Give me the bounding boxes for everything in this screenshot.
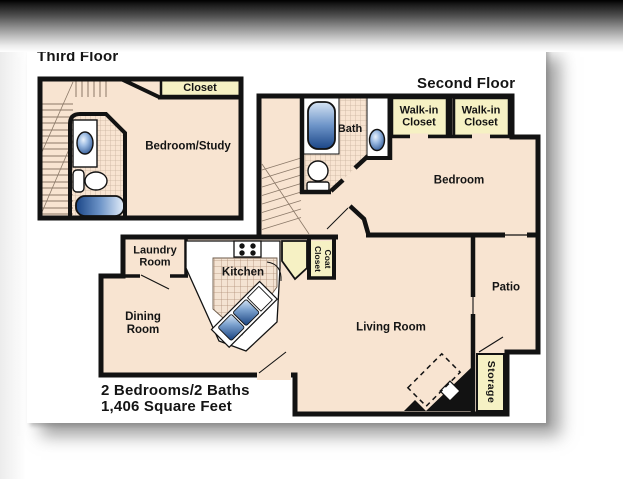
bath-wall-3f — [68, 112, 127, 218]
outer-wall-3f — [37, 76, 244, 221]
storage-door — [478, 336, 504, 353]
toilet-3f-icon — [72, 169, 108, 193]
sink-3f-icon — [76, 131, 94, 155]
stairs-third-floor — [41, 81, 107, 215]
living-room-label: Living Room — [356, 321, 426, 334]
coat-closet-box — [311, 241, 332, 277]
walk-in-closet-2-label: Walk-in Closet — [461, 104, 501, 129]
summary-area: 1,406 Square Feet — [101, 398, 232, 415]
outer-wall-2f — [98, 93, 541, 417]
toilet-2f-icon — [306, 160, 330, 192]
sink-2f-icon — [368, 128, 386, 152]
hearth-dashed — [406, 352, 462, 408]
dining-room-label: Dining Room — [125, 311, 161, 336]
patio-label: Patio — [491, 281, 521, 294]
laundry-room-label: Laundry Room — [133, 244, 177, 269]
stove-icon — [233, 240, 262, 258]
storage-box — [476, 353, 505, 412]
bathtub-2f-icon — [307, 101, 336, 150]
bath-label: Bath — [337, 122, 363, 135]
bedroom-label: Bedroom — [433, 174, 485, 187]
kitchen-label: Kitchen — [221, 266, 265, 279]
third-floor-plan — [37, 76, 244, 221]
pantry-door-arc — [266, 261, 282, 282]
stairs-second-floor — [261, 157, 310, 235]
second-floor-plan — [98, 93, 541, 417]
left-edge-fade — [0, 0, 26, 479]
walk-in-closet-1-label: Walk-in Closet — [399, 104, 439, 129]
walk-in-closet-2-box — [452, 96, 511, 138]
third-floor-title: Third Floor — [37, 48, 119, 65]
closet-label: Closet — [183, 81, 217, 94]
storage-label: Storage — [484, 360, 497, 404]
second-floor-title: Second Floor — [417, 75, 516, 92]
coat-closet-label: Coat Closet — [313, 246, 333, 272]
bathtub-3f-icon — [75, 195, 125, 217]
summary-beds-baths: 2 Bedrooms/2 Baths — [101, 382, 250, 399]
bedroom-study-label: Bedroom/Study — [145, 140, 231, 153]
fireplace-icon — [404, 352, 474, 411]
top-gradient-bar — [0, 0, 623, 52]
kitchen-sink-icon — [210, 280, 279, 349]
pantry-box — [281, 240, 308, 281]
bath-walls-2f — [299, 96, 393, 195]
entry-door — [258, 351, 287, 374]
